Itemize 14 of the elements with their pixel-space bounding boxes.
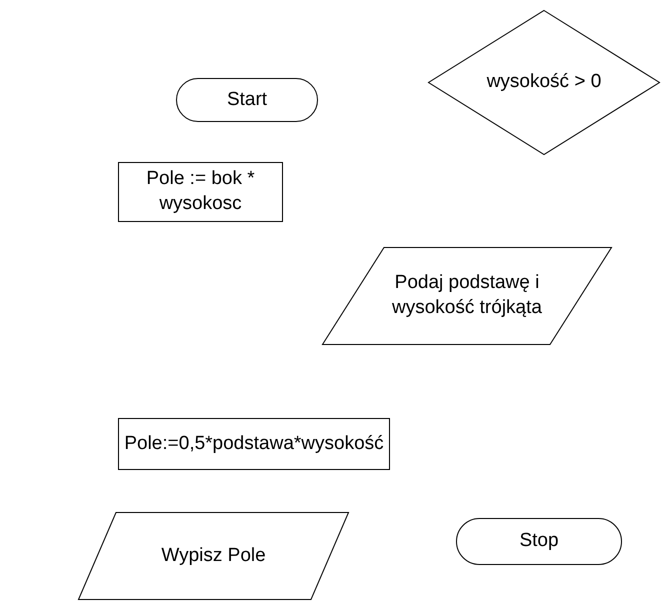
node-text: Podaj podstawę i wysokość trójkąta bbox=[391, 271, 543, 320]
process-box bbox=[118, 162, 283, 222]
node-text: Pole := bok * wysokosc bbox=[145, 167, 256, 216]
node-text: Start bbox=[226, 88, 268, 112]
node-text: Stop bbox=[518, 529, 560, 554]
input-output-parallelogram bbox=[322, 247, 612, 345]
decision-diamond bbox=[428, 10, 660, 155]
input-output-parallelogram bbox=[78, 512, 349, 600]
terminal-node bbox=[176, 78, 318, 122]
node-text: Wypisz Pole bbox=[160, 544, 267, 568]
terminal-node bbox=[456, 518, 622, 565]
process-box bbox=[118, 418, 390, 470]
node-text: Pole:=0,5*podstawa*wysokość bbox=[123, 432, 385, 456]
node-text: wysokość > 0 bbox=[486, 70, 602, 94]
